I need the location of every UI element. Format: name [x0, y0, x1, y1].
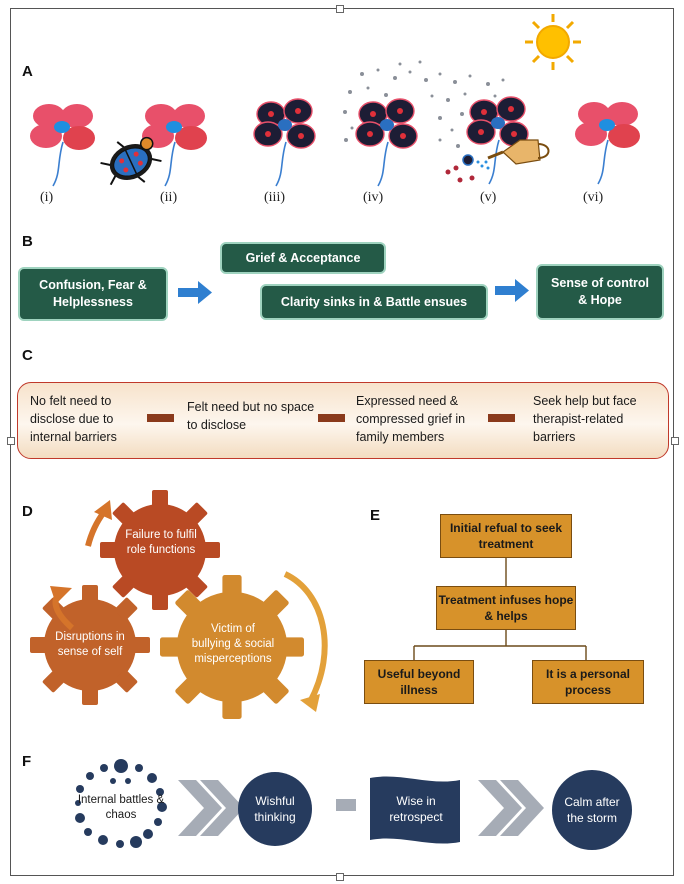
connector-dash [318, 414, 345, 422]
fallen-petals [445, 154, 475, 183]
section-e-label: E [370, 507, 381, 524]
minus-connector [336, 799, 356, 811]
sun-icon [525, 14, 581, 70]
curved-arrow-icon [50, 586, 72, 604]
section-f-label: F [22, 753, 32, 770]
gear-disruptions-self-text: Disruptions in sense of self [55, 631, 125, 658]
step-calm-after-storm: Calm after the storm [552, 770, 632, 850]
box-clarity-battle: Clarity sinks in & Battle ensues [260, 284, 488, 320]
connector-dash [488, 414, 515, 422]
chevron-right-icon [178, 780, 244, 836]
resize-handle-bottom[interactable] [336, 873, 344, 881]
section-a-label: A [22, 63, 33, 80]
resize-handle-right[interactable] [671, 437, 679, 445]
beetle-icon [100, 136, 162, 186]
label-iv: (iv) [363, 190, 384, 205]
box-grief-acceptance: Grief & Acceptance [220, 242, 386, 274]
gear-failure-role-text: Failure to fulfil role functions [125, 529, 197, 556]
label-ii: (ii) [160, 190, 178, 205]
step-wishful-thinking: Wishful thinking [238, 772, 312, 846]
arrow-right-icon [495, 279, 529, 302]
arrow-right-icon [178, 281, 212, 304]
section-b-label: B [22, 233, 33, 250]
stage-1-text: No felt need to disclose due to internal… [30, 394, 117, 445]
stage-2-text: Felt need but no space to disclose [187, 400, 315, 433]
label-vi: (vi) [583, 190, 604, 205]
chaos-dots-icon [75, 759, 167, 848]
box-useful-beyond: Useful beyond illness [364, 660, 474, 704]
box-initial-refusal: Initial refual to seek treatment [440, 514, 572, 558]
stage-3-text: Expressed need & compressed grief in fam… [356, 394, 466, 445]
step-wise-retrospect: Wise in retrospect [389, 794, 443, 824]
resize-handle-top[interactable] [336, 5, 344, 13]
box-control-hope: Sense of control & Hope [536, 264, 664, 320]
connector-dash [147, 414, 174, 422]
chevron-right-icon [478, 780, 544, 836]
curved-arrow-icon [300, 694, 320, 712]
box-personal-process: It is a personal process [532, 660, 644, 704]
wave-banner [370, 776, 460, 844]
section-c-label: C [22, 347, 33, 364]
box-treatment-hope: Treatment infuses hope & helps [436, 586, 576, 630]
resize-handle-left[interactable] [7, 437, 15, 445]
curved-arrow-icon [94, 500, 112, 520]
box-confusion-fear: Confusion, Fear & Helplessness [18, 267, 168, 321]
section-d-label: D [22, 503, 33, 520]
stage-4-text: Seek help but face therapist-related bar… [533, 394, 637, 445]
gear-victim-bullying-text: Victim of bullying & social misperceptio… [191, 623, 275, 665]
step-internal-battles: Internal battles & chaos [77, 794, 165, 821]
watering-can-icon [476, 139, 550, 170]
label-v: (v) [480, 190, 497, 205]
label-iii: (iii) [264, 190, 285, 205]
label-i: (i) [40, 190, 54, 205]
